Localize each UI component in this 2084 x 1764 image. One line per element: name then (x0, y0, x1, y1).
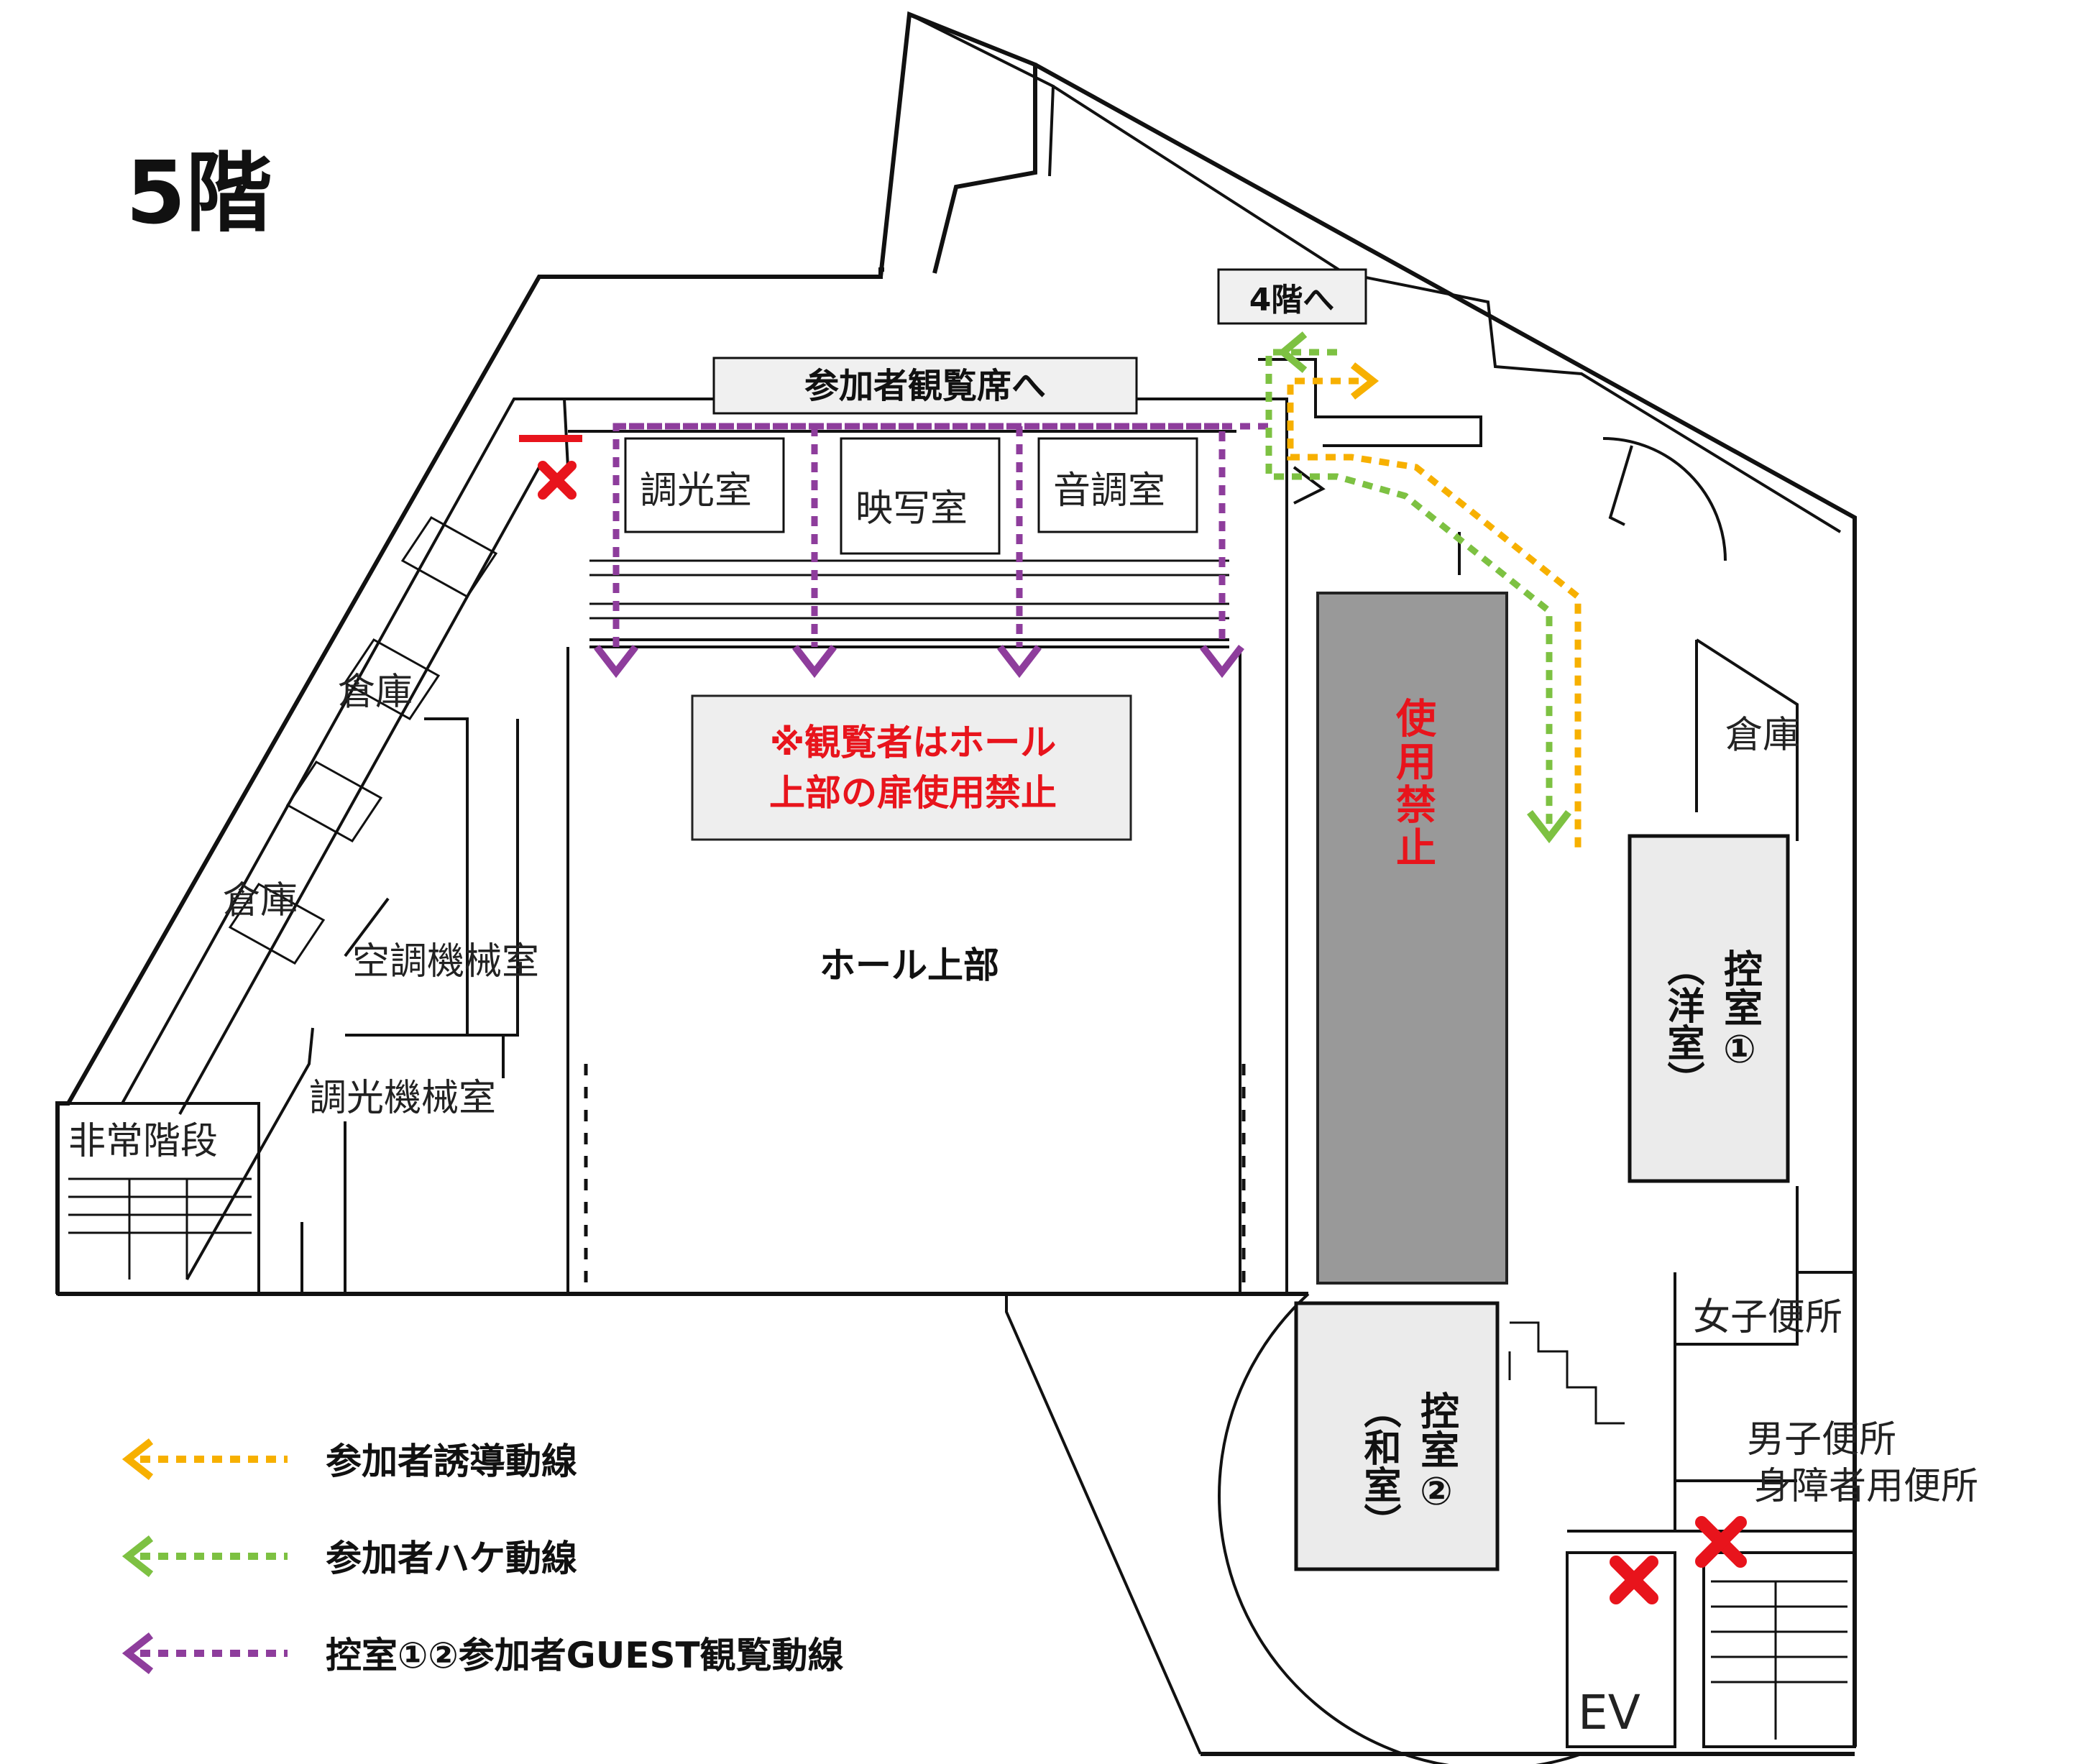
room-label-emergency-stairs: 非常階段 (68, 1120, 218, 1163)
warning-line-2: 上部の扉使用禁止 (769, 772, 1057, 814)
room-label-dimmer: 調光室 (640, 469, 752, 513)
legend-item-guest: 控室①②参加者GUEST観覧動線 (121, 1632, 844, 1676)
floor-title: 5階 (126, 144, 272, 244)
waiting-room-1 (1628, 834, 1790, 1183)
room-label-womens-restroom: 女子便所 (1693, 1296, 1842, 1339)
blocked-area (1316, 592, 1508, 1285)
legend: 参加者誘導動線 参加者ハケ動線 控室①②参加者GUEST観覧動線 (121, 1438, 844, 1676)
waiting-room-2-label: 控室② (1414, 1391, 1459, 1514)
room-label-projection: 映写室 (855, 487, 968, 530)
room-label-accessible-restroom: 身障者用便所 (1754, 1465, 1978, 1508)
waiting-room-2-type: （和室） (1357, 1391, 1401, 1540)
no-entry-x-icon (1610, 1556, 1658, 1604)
room-label-storage-2: 倉庫 (223, 879, 298, 922)
waiting-room-2 (1294, 1301, 1500, 1571)
building-walls (55, 11, 1857, 1764)
warning-line-1: ※観覧者はホール (770, 722, 1057, 763)
room-label-sound: 音調室 (1053, 469, 1165, 513)
legend-item-exit: 参加者ハケ動線 (121, 1535, 577, 1579)
room-label-storage-1: 倉庫 (338, 671, 413, 714)
to-4f-label: 4階へ (1249, 282, 1335, 318)
no-use-label: 使用禁止 (1390, 697, 1436, 870)
to-audience-seats-box (712, 357, 1138, 415)
route-exit-green (1265, 331, 1571, 844)
legend-label-guest: 控室①②参加者GUEST観覧動線 (326, 1635, 844, 1676)
route-guide-yellow (1287, 362, 1582, 848)
no-entry-x-icon (538, 461, 577, 500)
to-4f-box (1217, 268, 1367, 325)
to-audience-seats-label: 参加者観覧席へ (804, 366, 1046, 406)
warning-box (691, 694, 1132, 841)
room-label-dimmer-machine: 調光機械室 (309, 1077, 496, 1120)
no-entry-x-icon (1695, 1516, 1747, 1568)
legend-label-exit: 参加者ハケ動線 (326, 1538, 577, 1579)
room-label-elevator: EV (1578, 1685, 1640, 1740)
waiting-room-1-label: 控室① (1717, 949, 1763, 1072)
room-label-mens-restroom: 男子便所 (1747, 1418, 1896, 1461)
legend-item-guide: 参加者誘導動線 (121, 1438, 577, 1482)
waiting-room-1-type: （洋室） (1661, 949, 1704, 1098)
room-label-storage-3: 倉庫 (1725, 714, 1800, 757)
room-label-ac-machine: 空調機械室 (352, 940, 539, 983)
hall-upper-label: ホール上部 (820, 945, 999, 986)
legend-label-guide: 参加者誘導動線 (326, 1441, 577, 1482)
printed-room-labels: 調光室 映写室 音調室 倉庫 倉庫 空調機械室 調光機械室 非常階段 倉庫 女子… (68, 469, 1978, 1740)
route-guest-purple (594, 423, 1269, 679)
no-entry-marks (519, 435, 1747, 1604)
